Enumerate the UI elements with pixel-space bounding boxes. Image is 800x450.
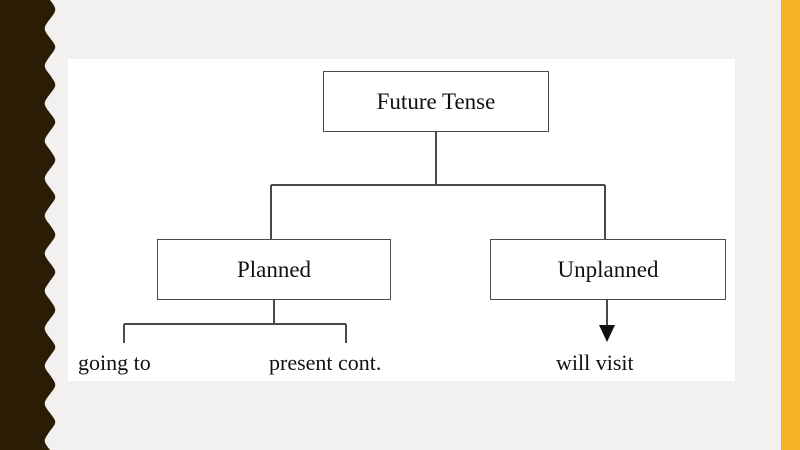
node-planned-label: Planned [236, 256, 312, 282]
leaf-present-cont: present cont. [269, 350, 382, 375]
node-unplanned[interactable]: Unplanned [490, 239, 726, 300]
leaf-going-to: going to [78, 350, 151, 375]
diagram-panel: Future Tense Planned Unplanned going to … [68, 59, 735, 381]
connector-lines [123, 132, 615, 343]
left-wavy-decoration [0, 0, 70, 450]
leaf-will-visit: will visit [556, 350, 634, 375]
node-unplanned-label: Unplanned [557, 256, 659, 282]
wavy-edge-shape [0, 0, 56, 450]
arrowhead-icon [599, 325, 615, 342]
right-accent-bar [781, 0, 800, 450]
node-planned[interactable]: Planned [157, 239, 391, 300]
node-future-tense[interactable]: Future Tense [323, 71, 549, 132]
node-future-tense-label: Future Tense [376, 88, 496, 114]
